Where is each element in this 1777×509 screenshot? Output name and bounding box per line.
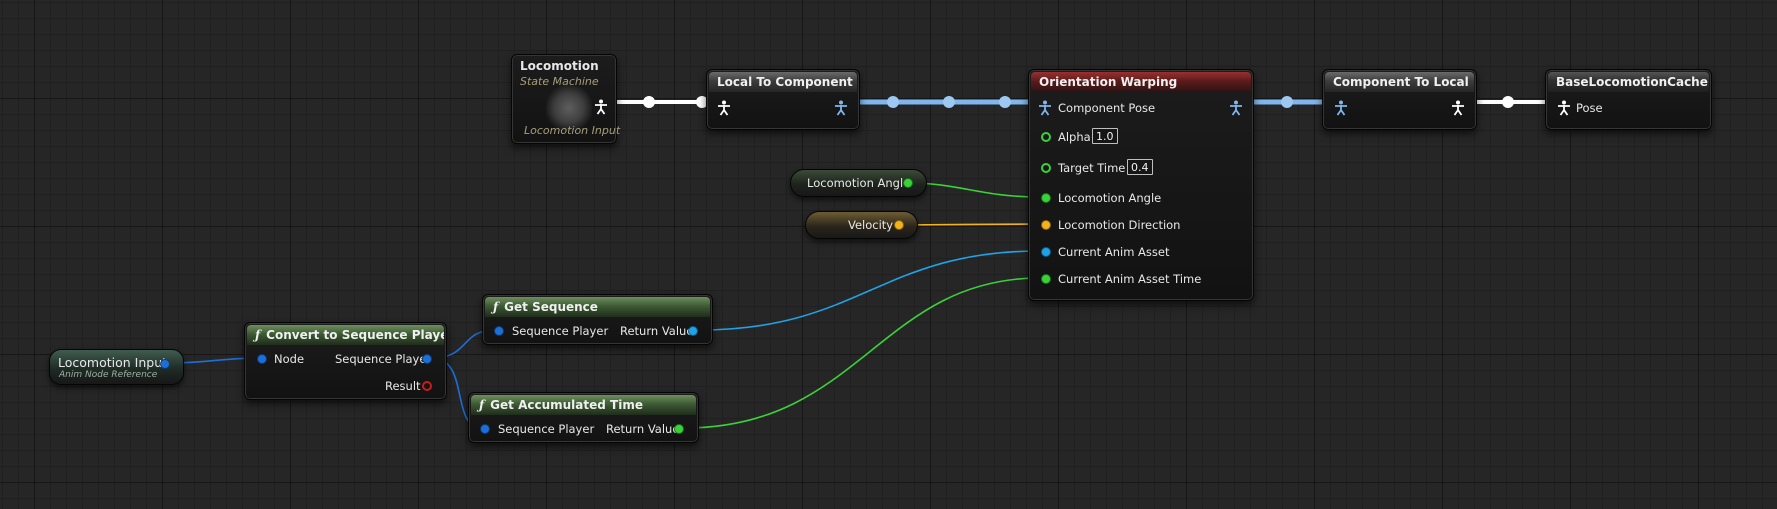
pin-return-value-output[interactable] [674,424,684,434]
variable-label: Locomotion Angle [807,176,911,190]
wire-knot [999,96,1011,108]
wire-current-anim-asset [698,250,1041,331]
node-subtitle: State Machine [520,75,599,88]
node-title-text: Convert to Sequence Player [266,328,444,342]
node-title: ƒ Get Sequence [485,297,710,317]
pin-locomotion-input-output[interactable] [160,359,170,369]
pin-velocity-output[interactable] [894,220,904,230]
wire-knot [1281,96,1293,108]
wire-velocity [897,223,1041,226]
node-footer: Locomotion Input [524,124,621,137]
pin-result-label: Result [385,379,421,393]
function-icon: ƒ [493,300,499,314]
variable-subtitle: Anim Node Reference [59,370,158,380]
local-to-component-node[interactable]: Local To Component [706,69,860,130]
velocity-variable[interactable]: Velocity [805,211,918,239]
component-to-local-node[interactable]: Component To Local [1322,69,1477,130]
pin-sequence-player-input[interactable] [480,424,490,434]
node-title: BaseLocomotionCache [1548,72,1709,92]
pose-icon[interactable] [717,100,731,116]
pin-locomotion-angle-output[interactable] [903,178,913,188]
pin-pose-label: Pose [1576,101,1603,115]
function-icon: ƒ [255,328,261,342]
node-title-text: Get Sequence [504,300,598,314]
component-pose-icon[interactable] [1334,100,1348,116]
pin-alpha-label: Alpha [1058,130,1091,144]
pin-sequence-player-input[interactable] [494,326,504,336]
wire-knot [943,96,955,108]
pose-icon[interactable] [594,99,608,115]
pin-locomotion-direction-label: Locomotion Direction [1058,218,1181,232]
get-sequence-node[interactable]: ƒ Get Sequence Sequence Player Return Val… [482,294,713,345]
node-title: Component To Local [1325,72,1474,92]
wire-knot [887,96,899,108]
function-icon: ƒ [479,398,485,412]
pin-current-anim-asset-time[interactable] [1041,274,1051,284]
state-machine-preview [546,85,592,131]
wire-knot [643,96,655,108]
target-time-value-input[interactable]: 0.4 [1127,159,1153,175]
pin-component-pose-label: Component Pose [1058,101,1156,115]
component-pose-icon[interactable] [1038,100,1052,116]
wire-knot [696,96,708,108]
pin-return-value-output[interactable] [688,326,698,336]
pin-sequence-player-label: Sequence Player [498,422,595,436]
pin-current-anim-asset-label: Current Anim Asset [1058,245,1170,259]
locomotion-input-variable[interactable]: Locomotion Input Anim Node Reference [49,349,184,385]
orientation-warping-node[interactable]: Orientation Warping Component Pose Alpha… [1028,69,1254,301]
pin-locomotion-angle[interactable] [1041,193,1051,203]
pose-icon[interactable] [1557,100,1571,116]
node-title: Locomotion [520,59,599,73]
pin-node[interactable] [257,354,267,364]
node-title: ƒ Convert to Sequence Player [247,325,444,345]
wire-current-anim-asset-time [684,277,1041,429]
pin-node-label: Node [274,352,305,366]
pin-return-value-label: Return Value [606,422,680,436]
component-pose-icon[interactable] [834,100,848,116]
pin-current-anim-asset[interactable] [1041,247,1051,257]
node-title-text: Get Accumulated Time [490,398,643,412]
locomotion-state-machine-node[interactable]: Locomotion State Machine Locomotion Inpu… [511,54,621,144]
pose-icon[interactable] [1451,100,1465,116]
variable-label: Locomotion Input [58,355,168,370]
pin-target-time[interactable] [1041,163,1051,173]
get-accumulated-time-node[interactable]: ƒ Get Accumulated Time Sequence Player Re… [468,392,699,443]
alpha-value-input[interactable]: 1.0 [1092,128,1118,144]
pin-result-output[interactable] [422,381,432,391]
pin-locomotion-direction[interactable] [1041,220,1051,230]
pin-sequence-player-output[interactable] [422,354,432,364]
convert-to-sequence-player-node[interactable]: ƒ Convert to Sequence Player Node Sequenc… [244,322,447,400]
variable-label: Velocity [848,218,894,232]
wire-locomotion-angle [907,182,1041,198]
pin-locomotion-angle-label: Locomotion Angle [1058,191,1162,205]
pin-current-anim-asset-time-label: Current Anim Asset Time [1058,272,1202,286]
pin-sequence-player-label: Sequence Player [335,352,432,366]
base-locomotion-cache-node[interactable]: BaseLocomotionCache Pose [1545,69,1712,130]
wire-knot [1502,96,1514,108]
pin-target-time-label: Target Time [1058,161,1126,175]
pin-return-value-label: Return Value [620,324,694,338]
component-pose-icon[interactable] [1229,100,1243,116]
pin-alpha[interactable] [1041,132,1051,142]
node-title: ƒ Get Accumulated Time [471,395,696,415]
node-title: Orientation Warping [1031,72,1251,92]
locomotion-angle-variable[interactable]: Locomotion Angle [790,169,927,197]
node-title: Local To Component [709,72,857,92]
pin-sequence-player-label: Sequence Player [512,324,609,338]
